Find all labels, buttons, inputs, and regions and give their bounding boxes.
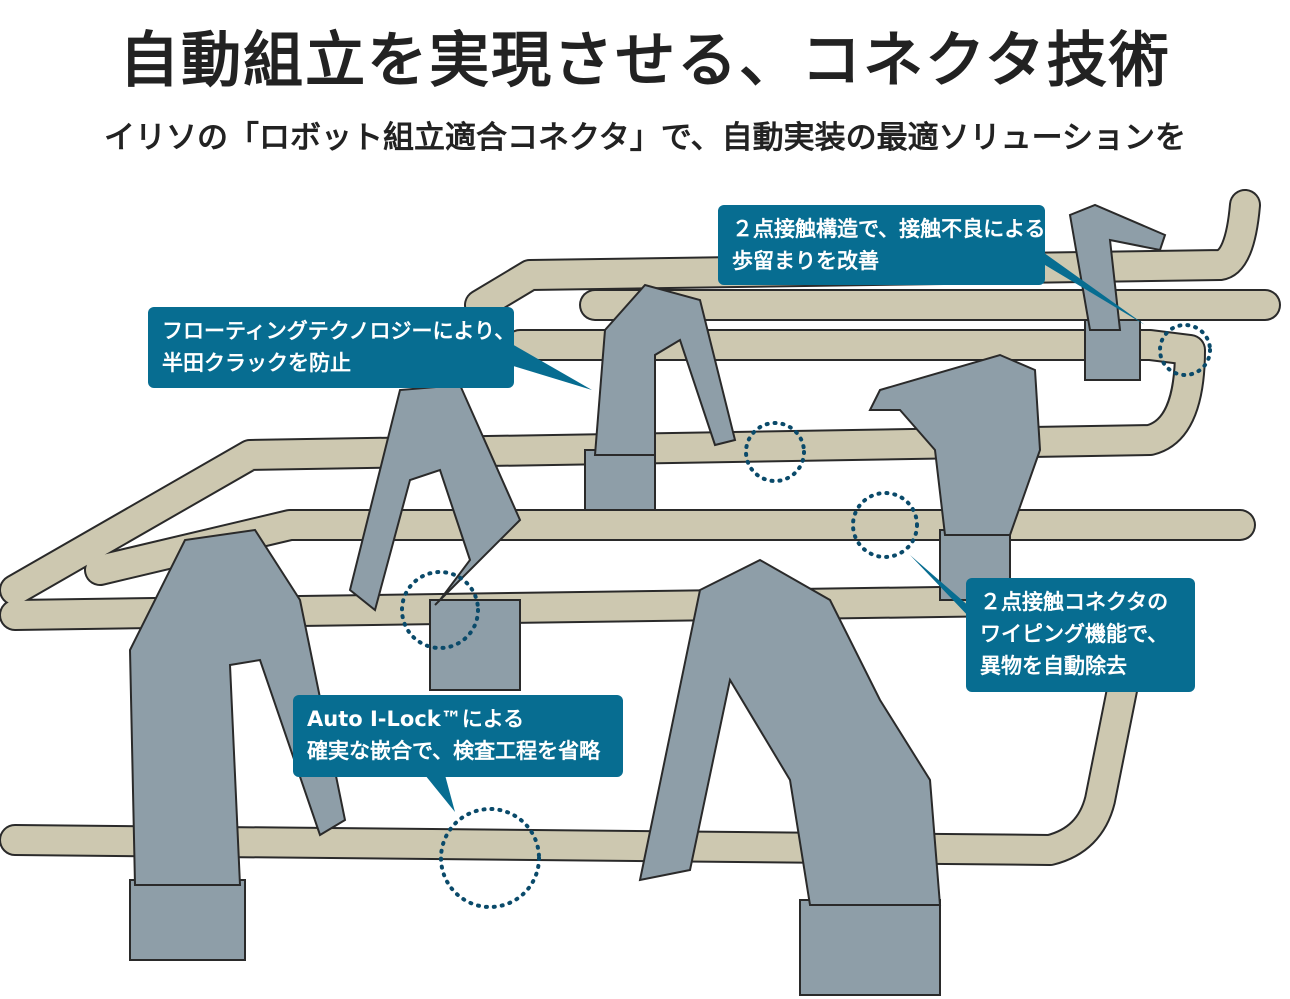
robot-arm-1 — [1068, 203, 1167, 381]
page-title: 自動組立を実現させる、コネクタ技術 — [119, 26, 1171, 96]
highlight-circle — [400, 570, 480, 650]
callout-line: ２点接触構造で、接触不良による — [732, 217, 1046, 241]
callout-line: 確実な嵌合で、検査工程を省略 — [307, 739, 601, 763]
callout-floating-technology: フローティングテクノロジーにより、 半田クラックを防止 — [148, 307, 516, 388]
callout-line: ワイピング機能で、 — [980, 622, 1169, 646]
callout-line: フローティングテクノロジーにより、 — [162, 319, 516, 343]
callout-line: ２点接触コネクタの — [980, 590, 1169, 614]
callout-line: 異物を自動除去 — [980, 654, 1127, 678]
robot-arm-3 — [868, 353, 1042, 601]
callout-wiping-function: ２点接触コネクタの ワイピング機能で、 異物を自動除去 — [966, 578, 1195, 692]
callout-line: 歩留まりを改善 — [732, 249, 879, 273]
page-subtitle: イリソの「ロボット組立適合コネクタ」で、自動実装の最適ソリューションを — [104, 120, 1186, 156]
callout-line: Auto I-Lock™による — [307, 707, 525, 731]
highlight-circle — [1158, 323, 1212, 377]
callout-auto-i-lock: Auto I-Lock™による 確実な嵌合で、検査工程を省略 — [293, 695, 623, 777]
robot-arm-4 — [348, 383, 522, 691]
highlight-circle — [439, 807, 541, 909]
callout-two-point-contact: ２点接触構造で、接触不良による 歩留まりを改善 — [718, 205, 1046, 285]
highlight-circle — [851, 491, 919, 559]
callout-line: 半田クラックを防止 — [162, 351, 351, 375]
robot-arm-2 — [584, 283, 737, 511]
robot-arm-6 — [638, 558, 942, 996]
robot-arm-5 — [128, 528, 347, 961]
robot-arms — [128, 203, 1167, 996]
highlight-circle — [744, 421, 806, 483]
